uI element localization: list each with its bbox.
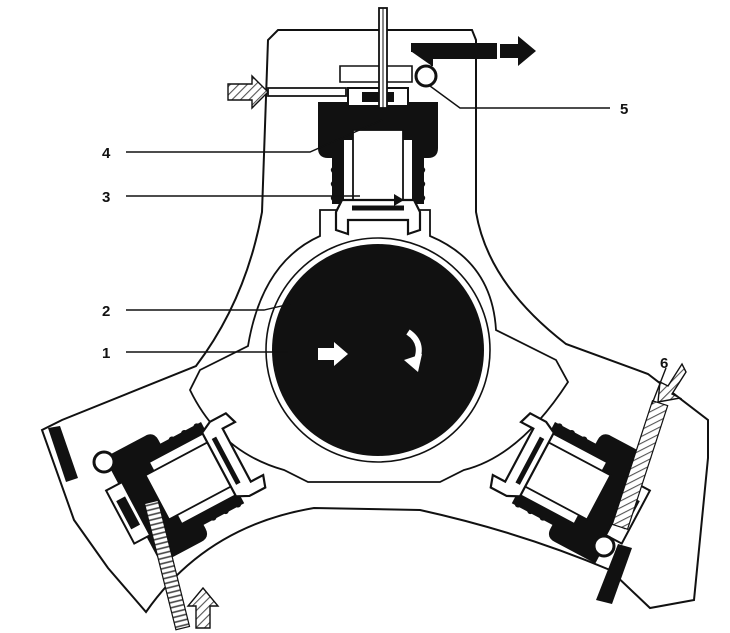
- inlet-flow-arrow: [227, 74, 269, 110]
- callout-4: 4: [102, 145, 111, 162]
- callout-leaders: [126, 85, 667, 405]
- outlet-flow-arrow: [500, 36, 536, 66]
- outlet-pipe: [411, 43, 497, 66]
- callout-3: 3: [102, 189, 110, 206]
- bottom-inlet-arrow: [186, 586, 220, 629]
- right-ball-valve: [592, 534, 616, 558]
- left-ball-valve: [92, 450, 116, 474]
- inlet-channel: [267, 87, 347, 97]
- callout-6: 6: [660, 355, 668, 372]
- right-inlet-arrow: [657, 362, 687, 403]
- eccentric-cam: [272, 244, 484, 456]
- callout-2: 2: [102, 303, 110, 320]
- cylinder-top: [318, 88, 438, 234]
- right-rod: [611, 399, 669, 531]
- housing-inner-contour: [188, 209, 570, 483]
- callout-5: 5: [620, 101, 628, 118]
- lower-left-rod: [143, 499, 191, 631]
- cam-direction-arrow: [318, 342, 348, 366]
- outlet-ball-valve: [414, 64, 438, 88]
- callout-1: 1: [102, 345, 110, 362]
